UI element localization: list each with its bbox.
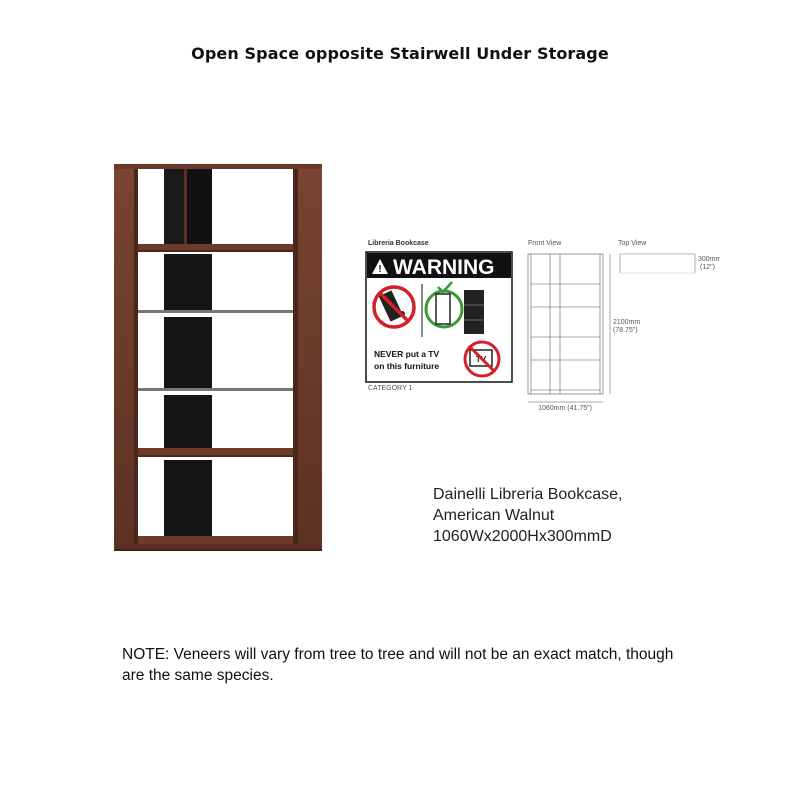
width-dimension: 1060mm (41.75") [538,405,592,412]
top-view-label: Top View [618,240,647,247]
description-line1: Dainelli Libreria Bookcase, [433,486,623,503]
warning-label: ! WARNING NEVER put a TV on this furnitu… [365,251,513,383]
front-view-label: Front View [528,240,562,247]
no-tv-icon: TV [463,340,501,378]
depth-dimension-in: (12") [700,264,715,271]
depth-dimension-mm: 300mm [698,256,720,263]
height-dimension-mm: 2100mm [613,319,640,326]
svg-text:!: ! [378,264,381,275]
page-title: Open Space opposite Stairwell Under Stor… [191,44,609,63]
anchored-furniture-icon [424,281,484,334]
product-label: Libreria Bookcase [368,240,429,247]
warning-message-line2: on this furniture [374,361,439,371]
height-dimension-in: (78.75") [613,327,638,334]
warning-message-line1: NEVER put a TV [374,349,440,359]
spec-sheet: Libreria Bookcase ! WARNING NEVER put a … [365,240,720,412]
category-label: CATEGORY 1 [368,385,412,392]
bookcase-image [112,162,325,555]
warning-triangle-icon [372,259,388,274]
tip-over-prohibited-icon [372,285,416,329]
description-line2: American Walnut [433,507,555,524]
top-view-drawing [619,253,696,274]
warning-heading: WARNING [393,256,495,279]
front-view-drawing [527,253,604,395]
veneer-note: NOTE: Veneers will vary from tree to tre… [122,646,674,684]
product-description: Dainelli Libreria Bookcase, American Wal… [433,484,622,547]
description-line3: 1060Wx2000Hx300mmD [433,528,612,545]
